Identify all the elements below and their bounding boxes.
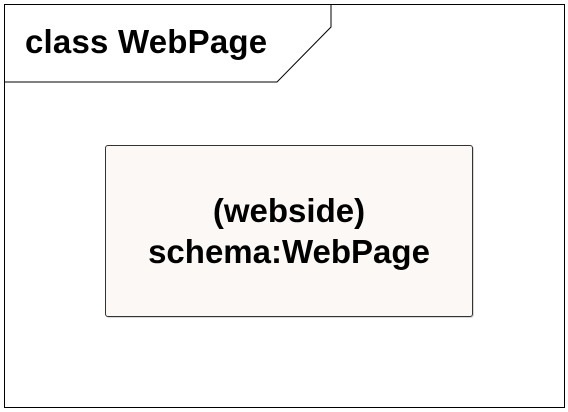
element-name: schema:WebPage — [148, 233, 430, 270]
frame-title-tab: class WebPage — [5, 5, 332, 83]
diagram-frame: class WebPage (webside) schema:WebPage — [4, 4, 565, 408]
element-stereotype: (webside) — [212, 192, 366, 229]
frame-title: class WebPage — [25, 23, 268, 60]
class-element-box[interactable]: (webside) schema:WebPage — [105, 145, 473, 317]
frame-tab-outline — [5, 5, 332, 83]
